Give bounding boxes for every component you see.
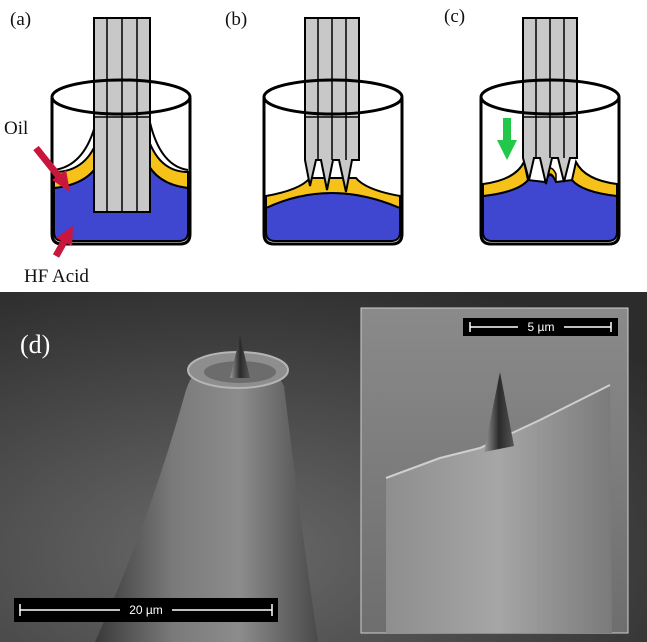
panel-a-label: (a) (10, 9, 31, 30)
oil-label: Oil (4, 118, 28, 139)
beaker-a (50, 17, 192, 246)
fiber-bundle-c (522, 17, 578, 185)
inset-scale-bar: 5 µm (463, 318, 618, 336)
panel-c: (c) (444, 6, 621, 246)
panel-b-label: (b) (225, 9, 247, 30)
sem-fiber-cone (95, 336, 318, 642)
oil-arrow (33, 145, 70, 192)
main-scale-bar: 20 µm (14, 598, 278, 622)
beaker-c (479, 17, 621, 246)
hf-acid-label: HF Acid (24, 266, 89, 287)
panel-a: (a) Oil (4, 9, 192, 287)
beaker-b (262, 17, 404, 246)
inset-scale-bar-label: 5 µm (528, 320, 555, 334)
main-scale-bar-label: 20 µm (129, 603, 163, 617)
panel-c-label: (c) (444, 6, 465, 27)
panel-d-label: (d) (20, 330, 50, 359)
panel-b: (b) (225, 9, 404, 246)
green-down-arrow (497, 118, 517, 160)
hf-acid-arrow (52, 226, 73, 258)
panel-d-sem-image: (d) 20 µm 5 µm (0, 292, 647, 642)
oil-layer-b (265, 177, 401, 210)
sem-inset: 5 µm (360, 307, 629, 634)
fiber-bundle-b (304, 17, 360, 193)
